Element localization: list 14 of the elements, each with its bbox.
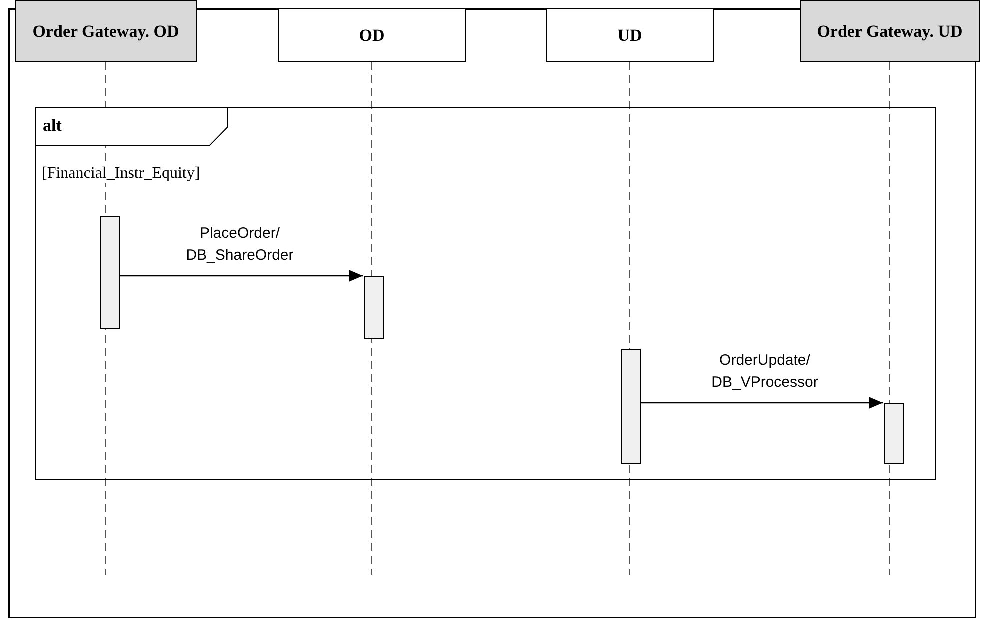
participant-box: Order Gateway. OD [15, 0, 197, 62]
alt-frame [35, 107, 936, 480]
participant-box: UD [546, 8, 714, 62]
activation-bar [884, 403, 904, 464]
message-label: PlaceOrder/ DB_ShareOrder [185, 224, 295, 266]
guard-condition: [Financial_Instr_Equity] [42, 165, 200, 183]
participant-box: Order Gateway. UD [800, 0, 980, 62]
message-arrow [119, 270, 363, 282]
activation-bar [364, 276, 384, 339]
activation-bar [621, 349, 641, 464]
message-label: OrderUpdate/ DB_VProcessor [710, 351, 820, 393]
activation-bar [100, 216, 120, 329]
participant-box: OD [278, 8, 466, 62]
message-arrow [640, 397, 883, 409]
